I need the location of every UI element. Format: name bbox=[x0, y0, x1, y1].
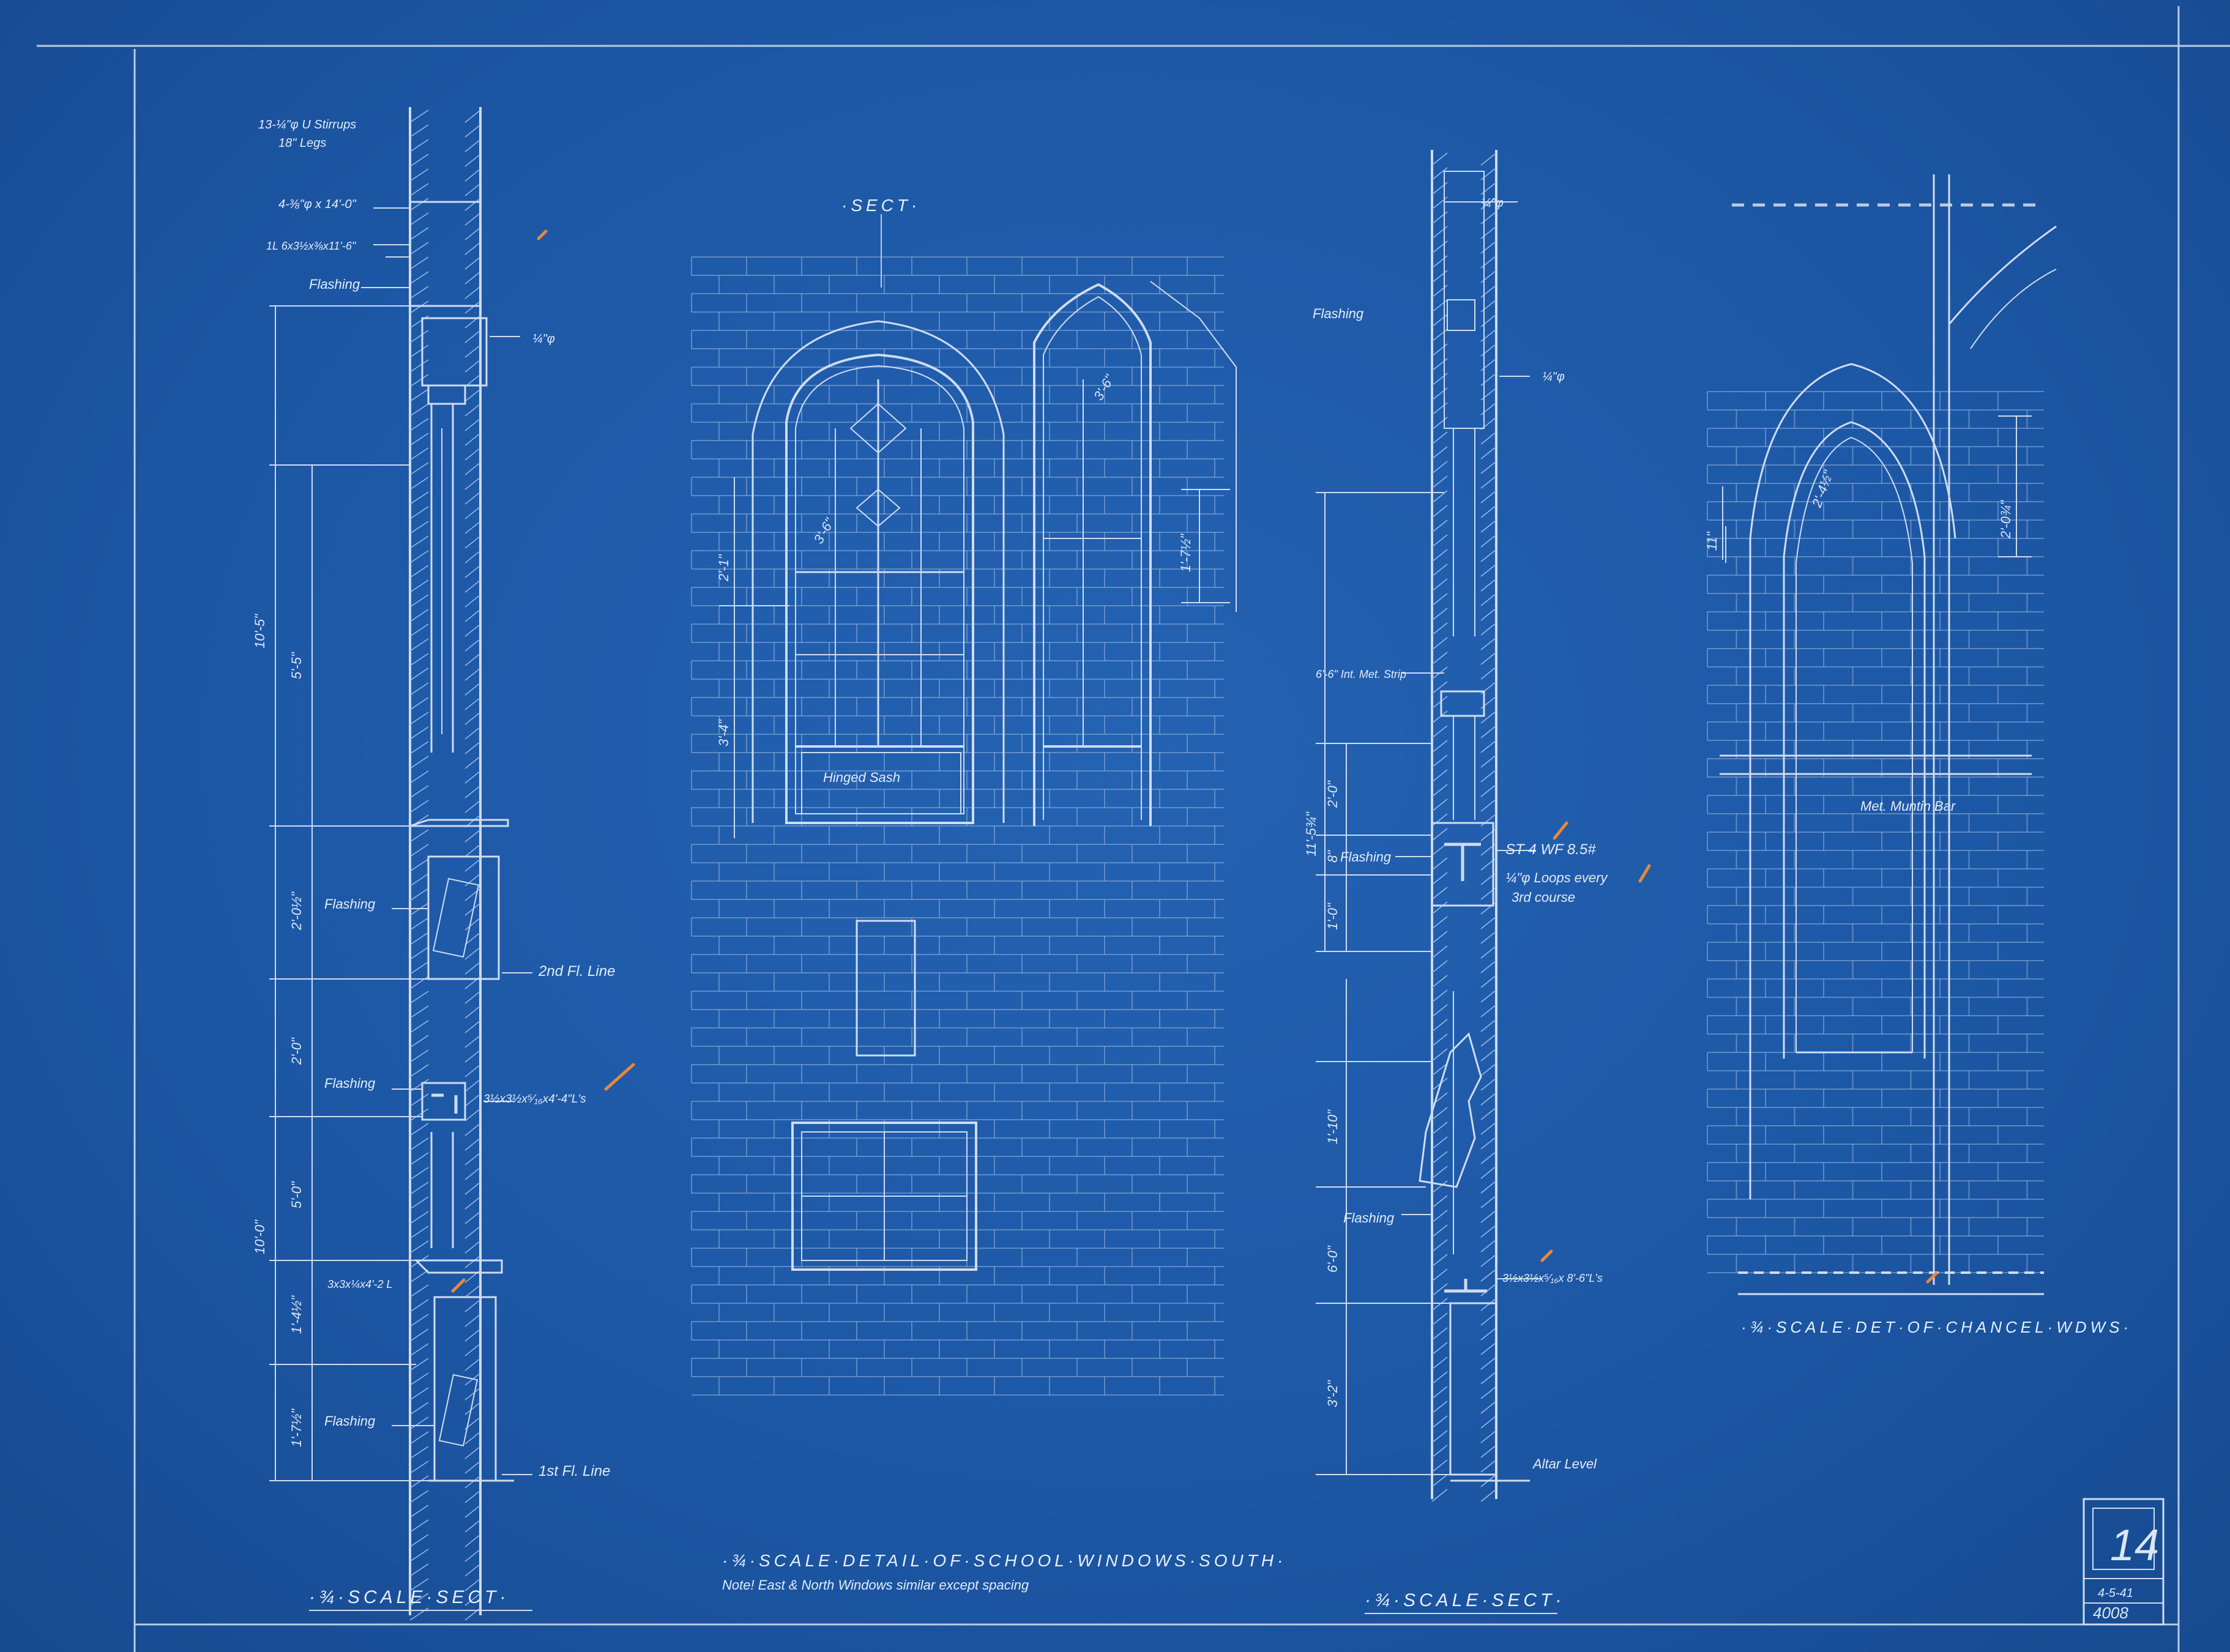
sheet-border bbox=[37, 6, 2230, 1652]
right-section-labels: ¼"φ Flashing ¼"φ 6'-6" Int. Met. Strip S… bbox=[1313, 196, 1608, 1472]
center-sect-label: ·SECT· bbox=[841, 196, 920, 215]
dim-rise: 2'-1" bbox=[716, 554, 731, 582]
title-block-text: 14 4-5-41 4008 bbox=[2093, 1521, 2159, 1622]
label-r-wf: ST 4 WF 8.5# bbox=[1505, 841, 1596, 858]
dim-left-20b: 2'-0" bbox=[289, 1037, 304, 1065]
label-r-angles: 3½x3½x⁵⁄₁₆x 8'-6"L's bbox=[1502, 1272, 1603, 1284]
label-r-course: 3rd course bbox=[1512, 890, 1575, 905]
label-floor-1: 1st Fl. Line bbox=[539, 1463, 610, 1479]
chancel-elevation bbox=[1707, 174, 2057, 1295]
label-r-altar: Altar Level bbox=[1532, 1456, 1597, 1472]
left-section-title: ·¾·SCALE·SECT· bbox=[309, 1587, 509, 1607]
label-angle: 1L 6x3½x⅜x11'-6" bbox=[266, 240, 357, 252]
label-hinged-sash: Hinged Sash bbox=[823, 770, 900, 785]
label-rod: 4-⅜"φ x 14'-0" bbox=[278, 198, 357, 211]
dim-height: 3'-4" bbox=[716, 719, 731, 746]
sheet-date: 4-5-41 bbox=[2098, 1587, 2133, 1600]
dim-arch-width-2: 3'-6" bbox=[1091, 371, 1117, 403]
sheet-number: 14 bbox=[2110, 1521, 2159, 1570]
label-stirrups: 13-¼"φ U Stirrups bbox=[258, 118, 356, 132]
dim-left-50: 5'-0" bbox=[289, 1181, 304, 1208]
dim-r-60: 6'-0" bbox=[1325, 1245, 1340, 1273]
label-angles-2: 3½x3½x⁵⁄₁₆x4'-4"L's bbox=[483, 1093, 586, 1106]
dim-r-32: 3'-2" bbox=[1325, 1380, 1340, 1407]
label-flashing-2: Flashing bbox=[324, 896, 376, 912]
label-bolt: ¼"φ bbox=[532, 332, 555, 346]
left-hatch bbox=[409, 110, 481, 1621]
drawing-number: 4008 bbox=[2093, 1604, 2128, 1622]
dim-left-17: 1'-7½" bbox=[289, 1408, 304, 1447]
label-r-bolt-2: ¼"φ bbox=[1542, 370, 1565, 384]
dim-chancel-rise: 2'-0¾" bbox=[1998, 500, 2013, 539]
label-r-loops: ¼"φ Loops every bbox=[1505, 870, 1608, 885]
label-r-bolt-1: ¼"φ bbox=[1481, 196, 1504, 210]
chancel-title: ·¾·SCALE·DET·OF·CHANCEL·WDWS· bbox=[1741, 1318, 2132, 1336]
label-floor-2: 2nd Fl. Line bbox=[538, 963, 615, 980]
label-angle-3: 3x3x¼x4'-2 L bbox=[327, 1278, 393, 1290]
center-elevation bbox=[691, 214, 1237, 1396]
center-title: ·¾·SCALE·DETAIL·OF·SCHOOL·WINDOWS·SOUTH· bbox=[722, 1551, 1286, 1570]
label-r-strip: 6'-6" Int. Met. Strip bbox=[1316, 668, 1406, 680]
label-flashing-3: Flashing bbox=[324, 1076, 376, 1091]
label-r-flashing-1: Flashing bbox=[1313, 306, 1364, 321]
dim-left-total-lower: 10'-0" bbox=[252, 1219, 267, 1254]
dim-left-total-upper: 10'-5" bbox=[252, 614, 267, 649]
dim-rise-2: 1'-7½" bbox=[1178, 534, 1193, 572]
dim-left-14: 1'-4½" bbox=[289, 1295, 304, 1334]
right-section-dims: 11'-5¾" 2'-0" 8" 1'-0" 1'-10" 6'-0" 3'-2… bbox=[1303, 780, 1340, 1407]
center-note: Note! East & North Windows similar excep… bbox=[722, 1577, 1029, 1593]
dim-left-20a: 2'-0½" bbox=[289, 891, 304, 931]
left-section-dims: 10'-5" 5'-5" 2'-0½" 2'-0" 10'-0" 5'-0" 1… bbox=[252, 614, 304, 1447]
label-legs: 18" Legs bbox=[278, 136, 326, 150]
right-section-title: ·¾·SCALE·SECT· bbox=[1365, 1590, 1565, 1610]
dim-r-110: 1'-10" bbox=[1325, 1109, 1340, 1144]
center-labels: ·SECT· 3'-6" 3'-6" 2'-1" 1'-7½" 3'-4" Hi… bbox=[716, 196, 1286, 1593]
label-flashing-4: Flashing bbox=[324, 1413, 376, 1429]
title-block bbox=[2083, 1498, 2165, 1626]
left-section-labels: 13-¼"φ U Stirrups 18" Legs 4-⅜"φ x 14'-0… bbox=[258, 118, 615, 1479]
label-flashing-1: Flashing bbox=[309, 277, 360, 292]
dim-r-total: 11'-5¾" bbox=[1303, 811, 1319, 857]
left-wall-section bbox=[269, 107, 635, 1621]
dim-chancel-width: 2'-4½" bbox=[1808, 467, 1836, 510]
dim-r-10: 1'-0" bbox=[1325, 902, 1340, 930]
dim-chancel-h: 11" bbox=[1704, 531, 1720, 551]
dim-left-55: 5'-5" bbox=[289, 652, 304, 679]
chancel-labels: 2'-4½" 11" 2'-0¾" Met. Muntin Bar ·¾·SCA… bbox=[1704, 467, 2132, 1336]
dim-r-20: 2'-0" bbox=[1325, 780, 1340, 808]
label-r-flashing-3: Flashing bbox=[1343, 1210, 1395, 1226]
dim-r-8: 8" bbox=[1325, 850, 1340, 863]
label-muntin: Met. Muntin Bar bbox=[1860, 798, 1956, 814]
label-r-flashing-2: Flashing bbox=[1340, 849, 1392, 865]
dim-arch-width: 3'-6" bbox=[811, 515, 838, 546]
right-wall-section bbox=[1316, 150, 1651, 1502]
